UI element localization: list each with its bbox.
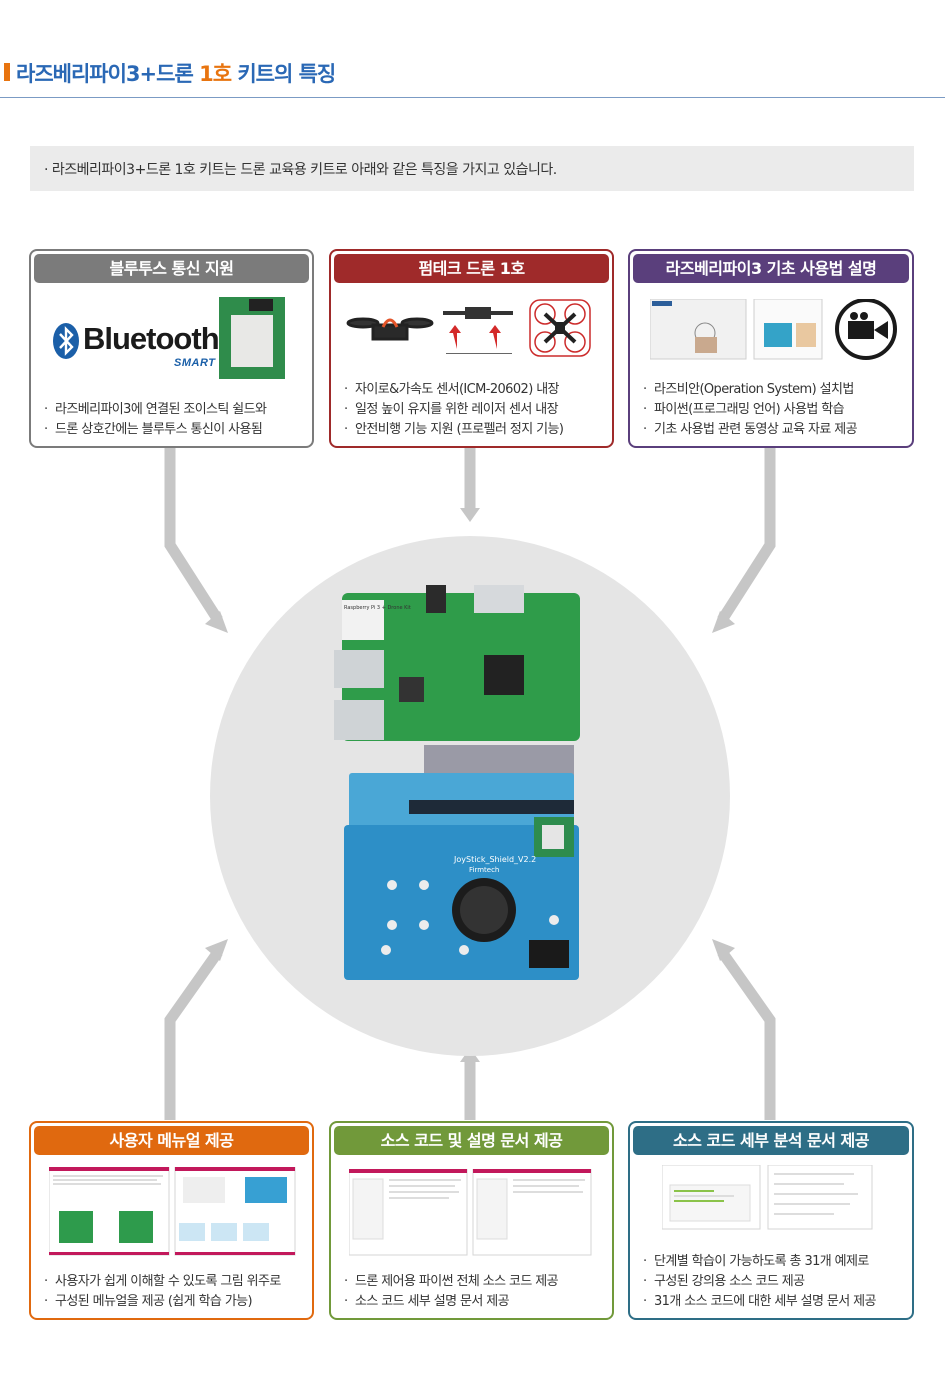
list-item: 일정 높이 유지를 위한 레이저 센서 내장 — [343, 400, 604, 420]
card-manual: 사용자 메뉴얼 제공 사용자가 쉽게 이해할 수 있도록 그림 위주로 구성된 … — [29, 1121, 314, 1320]
drone-images — [346, 299, 591, 357]
card-title: 사용자 메뉴얼 제공 — [34, 1126, 309, 1155]
list-item: 드론 제어용 파이썬 전체 소스 코드 제공 — [343, 1272, 604, 1292]
card-list: 자이로&가속도 센서(ICM-20602) 내장 일정 높이 유지를 위한 레이… — [343, 380, 604, 440]
title-highlight: 1호 — [199, 62, 232, 86]
intro-text: · 라즈베리파이3+드론 1호 키트는 드론 교육용 키트로 아래와 같은 특징… — [44, 162, 557, 178]
list-item: 소스 코드 세부 설명 문서 제공 — [343, 1292, 604, 1312]
card-title: 소스 코드 세부 분석 문서 제공 — [633, 1126, 909, 1155]
card-title: 라즈베리파이3 기초 사용법 설명 — [633, 254, 909, 283]
list-item: 라즈베리파이3에 연결된 조이스틱 쉴드와 — [43, 400, 304, 420]
page-title: 라즈베리파이3+드론 1호 키트의 특징 — [16, 58, 336, 88]
source-doc-page-2 — [472, 1169, 592, 1256]
card-list: 사용자가 쉽게 이해할 수 있도록 그림 위주로 구성된 메뉴얼을 제공 (쉽게… — [43, 1272, 304, 1312]
board-label: Raspberry Pi 3 + Drone Kit — [344, 605, 411, 611]
document-screenshot — [753, 299, 823, 360]
tutorial-images — [650, 299, 897, 360]
title-text-end: 키트의 특징 — [231, 62, 336, 86]
bluetooth-smart-label: SMART — [174, 357, 216, 369]
list-item: 안전비행 기능 지원 (프로펠러 정지 기능) — [343, 420, 604, 440]
drone-side-photo — [443, 307, 513, 354]
video-camera-icon — [835, 299, 897, 360]
card-title: 소스 코드 및 설명 문서 제공 — [334, 1126, 609, 1155]
manual-page-2 — [174, 1167, 296, 1256]
card-list: 단계별 학습이 가능하도록 총 31개 예제로 구성된 강의용 소스 코드 제공… — [642, 1252, 904, 1312]
list-item: 기초 사용법 관련 동영상 교육 자료 제공 — [642, 420, 904, 440]
bluetooth-module-image — [219, 297, 285, 379]
title-text: 라즈베리파이3+드론 — [16, 62, 200, 86]
list-item: 자이로&가속도 센서(ICM-20602) 내장 — [343, 380, 604, 400]
drone-top-icon — [529, 299, 591, 357]
card-bluetooth: 블루투스 통신 지원 Bluetooth ® SMART 라즈베리파이3에 연결… — [29, 249, 314, 448]
list-item: 단계별 학습이 가능하도록 총 31개 예제로 — [642, 1252, 904, 1272]
bluetooth-logo: Bluetooth ® SMART — [53, 321, 231, 369]
source-doc-page-1 — [349, 1169, 468, 1256]
list-item: 구성된 메뉴얼을 제공 (쉽게 학습 가능) — [43, 1292, 304, 1312]
list-item: 구성된 강의용 소스 코드 제공 — [642, 1272, 904, 1292]
manual-images — [49, 1167, 296, 1256]
shield-label: JoyStick_Shield_V2.2 — [453, 855, 536, 864]
card-source: 소스 코드 및 설명 문서 제공 드론 제어용 파이썬 전체 소스 코드 제공 … — [329, 1121, 614, 1320]
analysis-doc-page-1 — [662, 1165, 761, 1230]
list-item: 파이썬(프로그래밍 언어) 사용법 학습 — [642, 400, 904, 420]
source-doc-images — [349, 1169, 592, 1256]
list-item: 사용자가 쉽게 이해할 수 있도록 그림 위주로 — [43, 1272, 304, 1292]
card-list: 드론 제어용 파이썬 전체 소스 코드 제공 소스 코드 세부 설명 문서 제공 — [343, 1272, 604, 1312]
card-drone: 펌테크 드론 1호 자이로&가속도 센서(ICM-20602) 내장 — [329, 249, 614, 448]
card-analysis: 소스 코드 세부 분석 문서 제공 단계별 학습이 가능하도록 총 31개 예제… — [628, 1121, 914, 1320]
shield-brand: Firmtech — [469, 866, 499, 874]
card-raspberry: 라즈베리파이3 기초 사용법 설명 라즈비안(Operation System)… — [628, 249, 914, 448]
kit-board-image: Raspberry Pi 3 + Drone Kit JoyStick_Shie… — [334, 585, 580, 980]
list-item: 라즈비안(Operation System) 설치법 — [642, 380, 904, 400]
title-marker — [4, 63, 10, 81]
list-item: 드론 상호간에는 블루투스 통신이 사용됨 — [43, 420, 304, 440]
list-item: 31개 소스 코드에 대한 세부 설명 문서 제공 — [642, 1292, 904, 1312]
manual-page-1 — [49, 1167, 170, 1256]
bluetooth-wordmark: Bluetooth — [83, 321, 220, 356]
bluetooth-icon — [53, 323, 79, 359]
analysis-doc-page-2 — [767, 1165, 873, 1230]
intro-box: · 라즈베리파이3+드론 1호 키트는 드론 교육용 키트로 아래와 같은 특징… — [30, 146, 914, 191]
page-header: 라즈베리파이3+드론 1호 키트의 특징 — [0, 0, 945, 98]
card-title: 블루투스 통신 지원 — [34, 254, 309, 283]
drone-photo — [346, 317, 434, 341]
analysis-doc-images — [662, 1165, 873, 1230]
card-list: 라즈베리파이3에 연결된 조이스틱 쉴드와 드론 상호간에는 블루투스 통신이 … — [43, 400, 304, 440]
card-list: 라즈비안(Operation System) 설치법 파이썬(프로그래밍 언어)… — [642, 380, 904, 440]
card-title: 펌테크 드론 1호 — [334, 254, 609, 283]
video-screenshot — [650, 299, 747, 360]
